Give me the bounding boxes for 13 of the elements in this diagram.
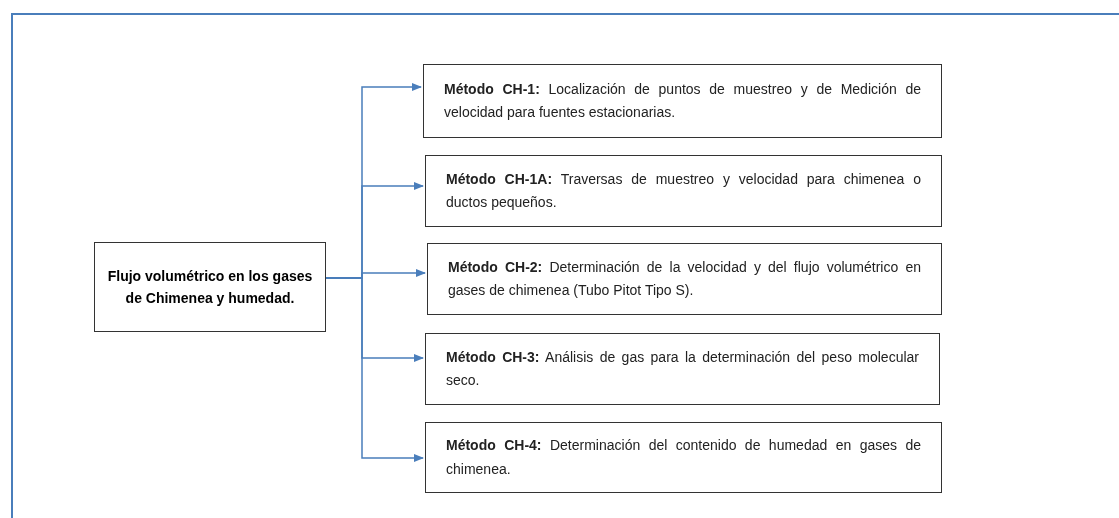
topic-text: Flujo volumétrico en los gases de Chimenea y humedad. [107,266,313,308]
method-box [425,155,942,227]
method-description: Método CH-2: Determinación de la velocidad y del flujo volumétrico en gases de chimenea (Tubo Pitot Tipo S). [448,257,921,300]
method-box [425,422,942,493]
method-description: Método CH-1: Localización de puntos de muestreo y de Medición de velocidad para fuentes estacionarias. [444,79,921,122]
method-description: Método CH-4: Determinación del contenido de humedad en gases de chimenea. [446,436,921,479]
topic-box [94,242,326,332]
method-box [427,243,942,315]
method-box [423,64,942,138]
arrow [325,277,424,462]
method-description: Método CH-3: Análisis de gas para la determinación del peso molecular seco. [446,347,919,390]
method-box [425,333,940,405]
method-description: Método CH-1A: Traversas de muestreo y velocidad para chimenea o ductos pequeños. [446,169,921,212]
